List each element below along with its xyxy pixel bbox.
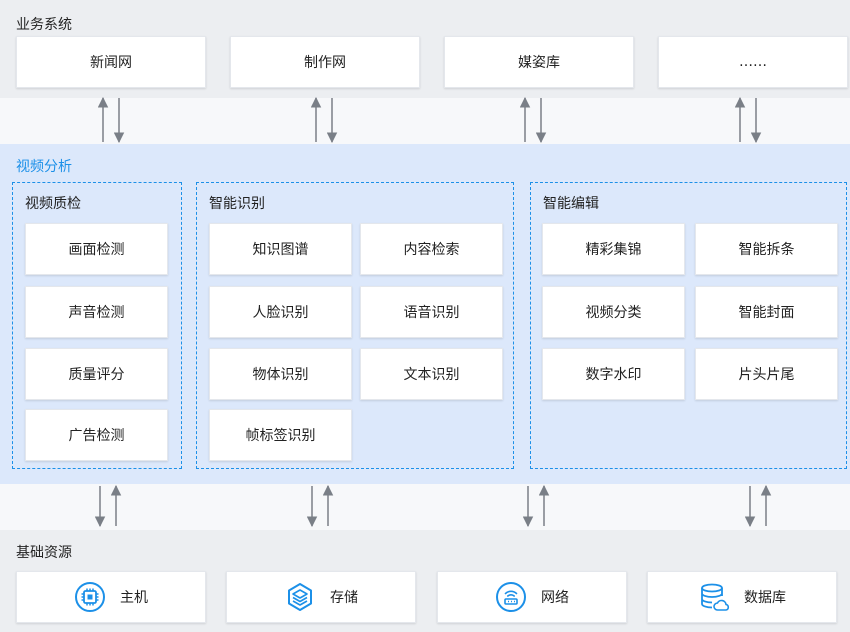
resource-database: 数据库 xyxy=(647,571,837,623)
business-item-production: 制作网 xyxy=(230,36,420,88)
base-resources-title: 基础资源 xyxy=(16,545,72,561)
item-label: 内容检索 xyxy=(403,242,460,258)
business-system-title: 业务系统 xyxy=(16,17,72,33)
group-video-quality: 视频质检 xyxy=(12,182,182,469)
group-smart-editing: 智能编辑 xyxy=(530,182,847,469)
business-item-label: …… xyxy=(739,54,767,70)
business-item-more: …… xyxy=(658,36,848,88)
item-face-recognition: 人脸识别 xyxy=(209,286,352,338)
item-label: 帧标签识别 xyxy=(245,428,316,444)
item-video-classification: 视频分类 xyxy=(542,286,685,338)
item-label: 知识图谱 xyxy=(252,242,309,258)
item-digital-watermark: 数字水印 xyxy=(542,348,685,400)
group-title: 智能识别 xyxy=(209,196,265,212)
business-item-news: 新闻网 xyxy=(16,36,206,88)
item-speech-recognition: 语音识别 xyxy=(360,286,503,338)
item-label: 智能封面 xyxy=(738,305,795,321)
item-quality-score: 质量评分 xyxy=(25,348,168,400)
item-label: 物体识别 xyxy=(252,367,309,383)
item-content-search: 内容检索 xyxy=(360,223,503,275)
group-title: 视频质检 xyxy=(25,196,81,212)
item-label: 文本识别 xyxy=(403,367,460,383)
layers-icon xyxy=(288,583,312,611)
item-sound-detection: 声音检测 xyxy=(25,286,168,338)
item-object-recognition: 物体识别 xyxy=(209,348,352,400)
resource-label: 网络 xyxy=(541,590,569,606)
item-intro-outro: 片头片尾 xyxy=(695,348,838,400)
item-ad-detection: 广告检测 xyxy=(25,409,168,461)
video-analysis-title: 视频分析 xyxy=(16,159,72,175)
resource-network: 网络 xyxy=(437,571,627,623)
item-label: 精彩集锦 xyxy=(585,242,642,258)
business-item-label: 媒姿库 xyxy=(518,55,560,71)
business-item-label: 制作网 xyxy=(304,55,346,71)
resource-storage: 存储 xyxy=(226,571,416,623)
item-knowledge-graph: 知识图谱 xyxy=(209,223,352,275)
resource-label: 数据库 xyxy=(744,590,786,606)
business-item-media-library: 媒姿库 xyxy=(444,36,634,88)
database-icon xyxy=(701,583,730,611)
resource-label: 存储 xyxy=(330,590,358,606)
resource-host: 主机 xyxy=(16,571,206,623)
group-title: 智能编辑 xyxy=(543,196,599,212)
item-label: 语音识别 xyxy=(403,305,460,321)
item-label: 画面检测 xyxy=(68,242,125,258)
item-text-recognition: 文本识别 xyxy=(360,348,503,400)
resource-label: 主机 xyxy=(120,590,148,606)
item-label: 质量评分 xyxy=(68,367,125,383)
item-smart-split: 智能拆条 xyxy=(695,223,838,275)
chip-icon xyxy=(75,582,105,612)
item-picture-detection: 画面检测 xyxy=(25,223,168,275)
business-item-label: 新闻网 xyxy=(90,55,132,71)
item-smart-cover: 智能封面 xyxy=(695,286,838,338)
item-label: 片头片尾 xyxy=(738,367,795,383)
item-label: 广告检测 xyxy=(68,428,125,444)
network-icon xyxy=(496,582,526,612)
item-label: 人脸识别 xyxy=(252,305,309,321)
group-smart-recognition: 智能识别 xyxy=(196,182,514,469)
item-label: 声音检测 xyxy=(68,305,125,321)
item-label: 数字水印 xyxy=(585,367,642,383)
item-frame-tag-recognition: 帧标签识别 xyxy=(209,409,352,461)
item-label: 智能拆条 xyxy=(738,242,795,258)
item-highlights: 精彩集锦 xyxy=(542,223,685,275)
item-label: 视频分类 xyxy=(585,305,642,321)
